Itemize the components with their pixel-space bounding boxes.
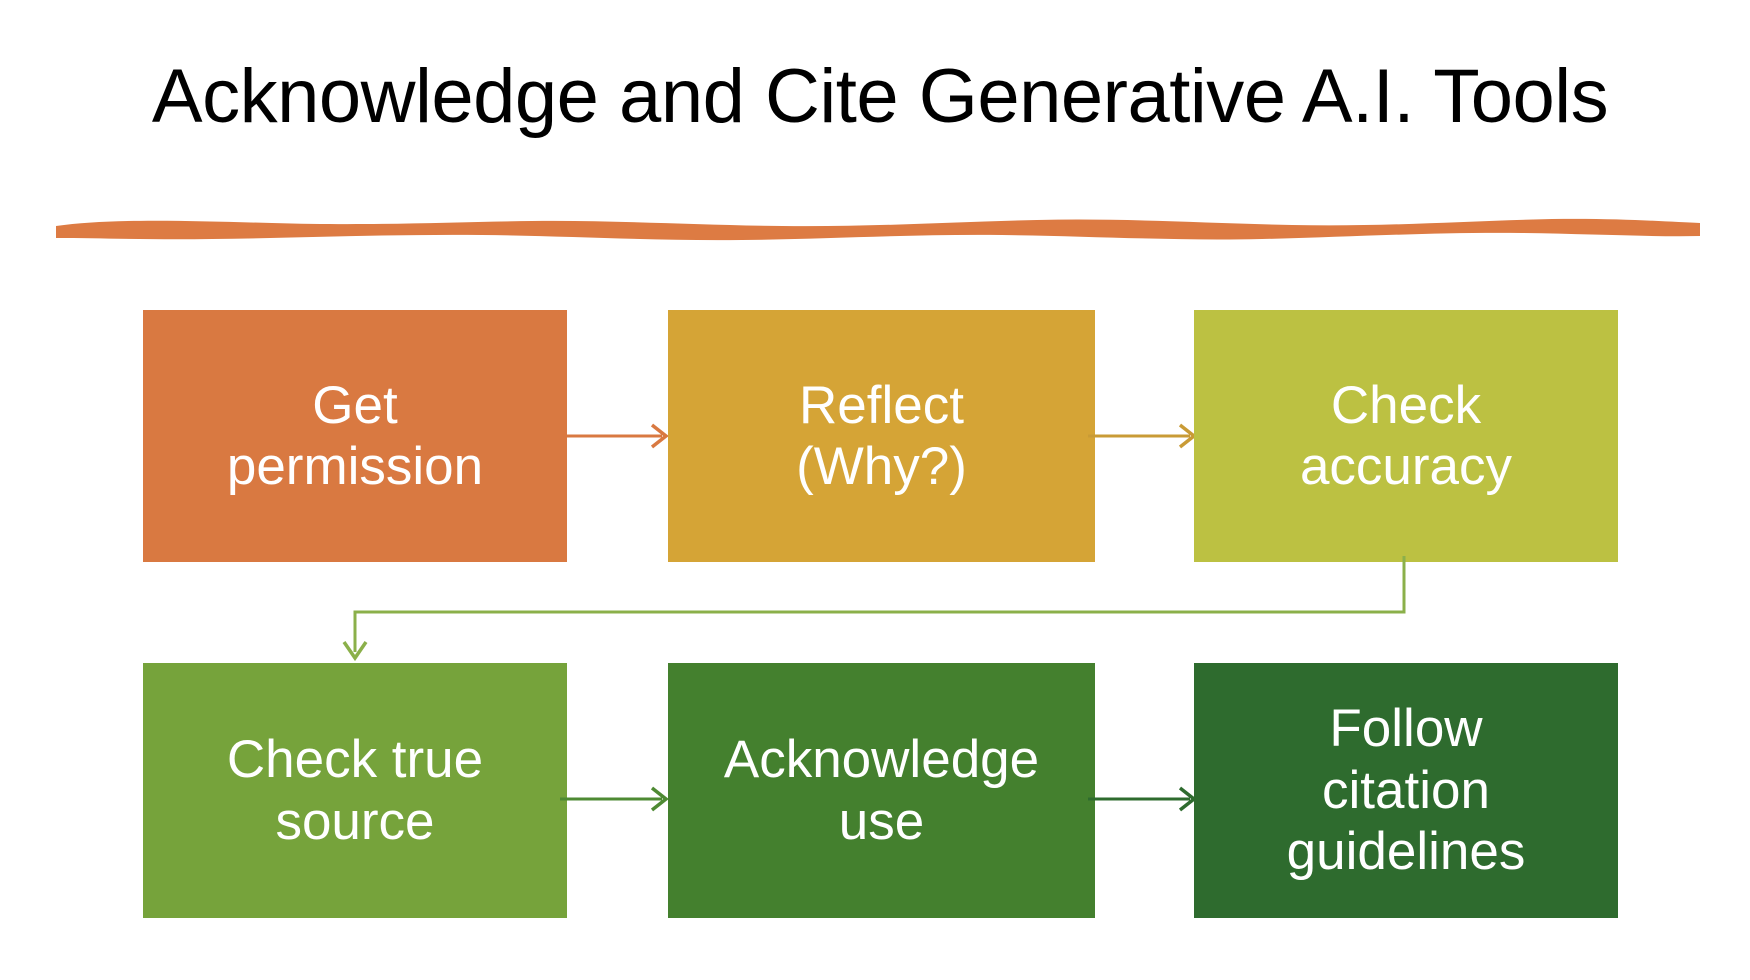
arrow-right-icon-acknowledge-to-follow-citation — [1088, 786, 1197, 812]
flow-box-label: Reflect (Why?) — [796, 375, 967, 496]
page-title: Acknowledge and Cite Generative A.I. Too… — [151, 54, 1609, 139]
flow-box-acknowledge-use[interactable]: Acknowledge use — [668, 663, 1095, 918]
arrow-right-icon-get-permission-to-reflect — [560, 423, 669, 449]
flow-box-reflect-why[interactable]: Reflect (Why?) — [668, 310, 1095, 562]
flow-box-label: Acknowledge use — [723, 730, 1040, 851]
flow-box-follow-citation-guidelines[interactable]: Follow citation guidelines — [1194, 663, 1618, 918]
flow-box-label: Get permission — [226, 375, 484, 496]
flow-box-get-permission[interactable]: Get permission — [143, 310, 567, 562]
flow-box-label: Check true source — [226, 730, 484, 851]
flow-box-label: Check accuracy — [1299, 375, 1513, 496]
elbow-connector-check-accuracy-to-check-true-source — [342, 556, 1406, 662]
flow-box-check-accuracy[interactable]: Check accuracy — [1194, 310, 1618, 562]
wavy-underline-icon — [56, 218, 1700, 241]
flow-box-check-true-source[interactable]: Check true source — [143, 663, 567, 918]
arrow-right-icon-check-true-source-to-acknowledge — [560, 786, 669, 812]
arrow-right-icon-reflect-to-check-accuracy — [1088, 423, 1197, 449]
flow-box-label: Follow citation guidelines — [1286, 699, 1526, 882]
